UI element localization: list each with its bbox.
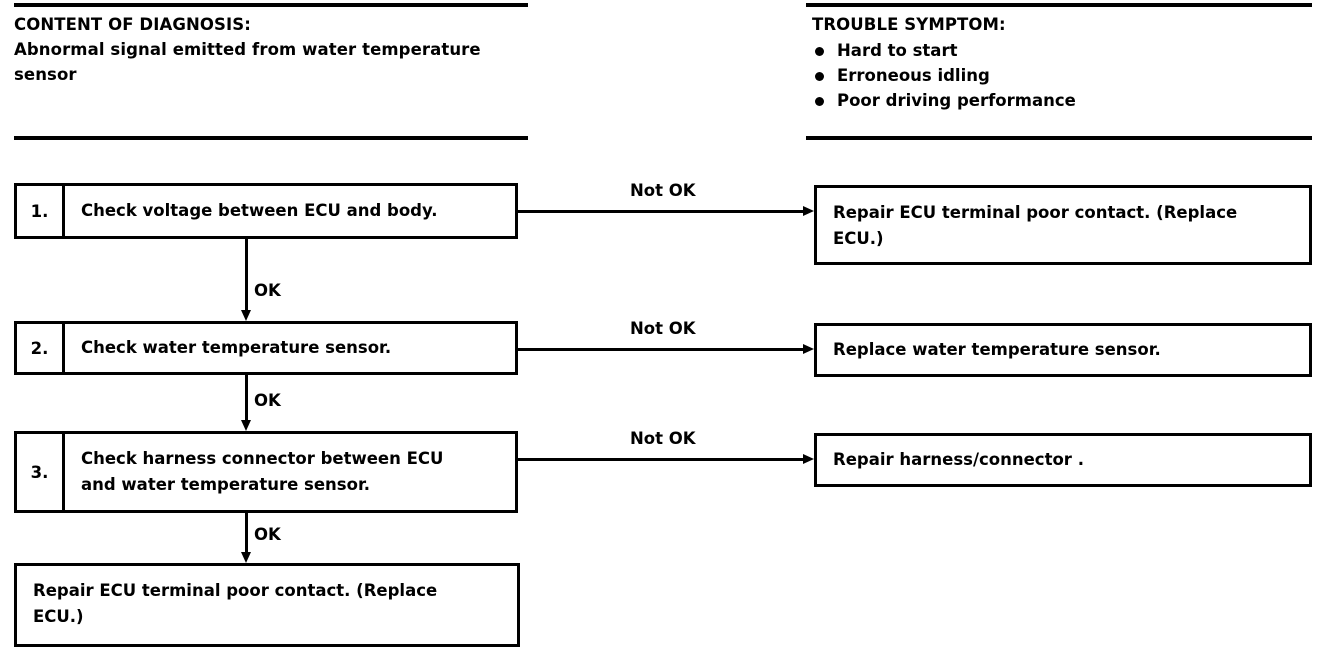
edge-label-notok-3: Not OK — [630, 429, 696, 448]
connector-line-notok-2 — [517, 348, 805, 351]
connector-line-ok-2 — [245, 375, 248, 421]
header-rule-top-right — [806, 3, 1312, 7]
edge-label-notok-1: Not OK — [630, 181, 696, 200]
bullet-icon — [815, 47, 824, 56]
step-box-2: 2. Check water temperature sensor. — [14, 321, 518, 375]
edge-label-notok-2: Not OK — [630, 319, 696, 338]
step-text-1: Check voltage between ECU and body. — [81, 201, 438, 220]
list-item: Erroneous idling — [812, 63, 1076, 88]
step-text-2: Check water temperature sensor. — [81, 338, 392, 357]
connector-line-notok-3 — [517, 458, 805, 461]
list-item: Poor driving performance — [812, 88, 1076, 113]
trouble-symptom-list: Hard to start Erroneous idling Poor driv… — [812, 38, 1076, 113]
trouble-symptom-title: TROUBLE SYMPTOM: — [812, 15, 1006, 34]
symptom-label: Hard to start — [837, 41, 958, 60]
header-rule-bottom-right — [806, 136, 1312, 140]
step-text-3: Check harness connector between ECU and … — [81, 449, 444, 494]
list-item: Hard to start — [812, 38, 1076, 63]
connector-line-ok-3 — [245, 513, 248, 553]
edge-label-ok-1: OK — [254, 281, 281, 300]
bullet-icon — [815, 97, 824, 106]
result-text-3: Repair harness/connector . — [833, 450, 1084, 469]
result-text-1: Repair ECU terminal poor contact. (Repla… — [833, 203, 1238, 248]
edge-label-ok-3: OK — [254, 525, 281, 544]
arrowhead-down-icon — [240, 420, 251, 431]
arrowhead-right-icon — [803, 454, 814, 464]
arrowhead-down-icon — [240, 310, 251, 321]
step-number-2: 2. — [17, 324, 65, 372]
header-rule-top-left — [14, 3, 528, 7]
arrowhead-right-icon — [803, 344, 814, 354]
symptom-label: Poor driving performance — [837, 91, 1076, 110]
diagnosis-content-block: CONTENT OF DIAGNOSIS: Abnormal signal em… — [14, 15, 481, 84]
result-box-1: Repair ECU terminal poor contact. (Repla… — [814, 185, 1312, 265]
header-rule-bottom-left — [14, 136, 528, 140]
result-text-2: Replace water temperature sensor. — [833, 340, 1161, 359]
bullet-icon — [815, 72, 824, 81]
connector-line-notok-1 — [517, 210, 805, 213]
step-box-3: 3. Check harness connector between ECU a… — [14, 431, 518, 513]
final-result-text: Repair ECU terminal poor contact. (Repla… — [33, 581, 438, 626]
step-number-1: 1. — [17, 186, 65, 236]
result-box-3: Repair harness/connector . — [814, 433, 1312, 487]
final-result-box: Repair ECU terminal poor contact. (Repla… — [14, 563, 520, 647]
arrowhead-right-icon — [803, 206, 814, 216]
step-number-3: 3. — [17, 434, 65, 510]
symptom-label: Erroneous idling — [837, 66, 990, 85]
arrowhead-down-icon — [240, 552, 251, 563]
edge-label-ok-2: OK — [254, 391, 281, 410]
connector-line-ok-1 — [245, 239, 248, 311]
step-box-1: 1. Check voltage between ECU and body. — [14, 183, 518, 239]
result-box-2: Replace water temperature sensor. — [814, 323, 1312, 377]
